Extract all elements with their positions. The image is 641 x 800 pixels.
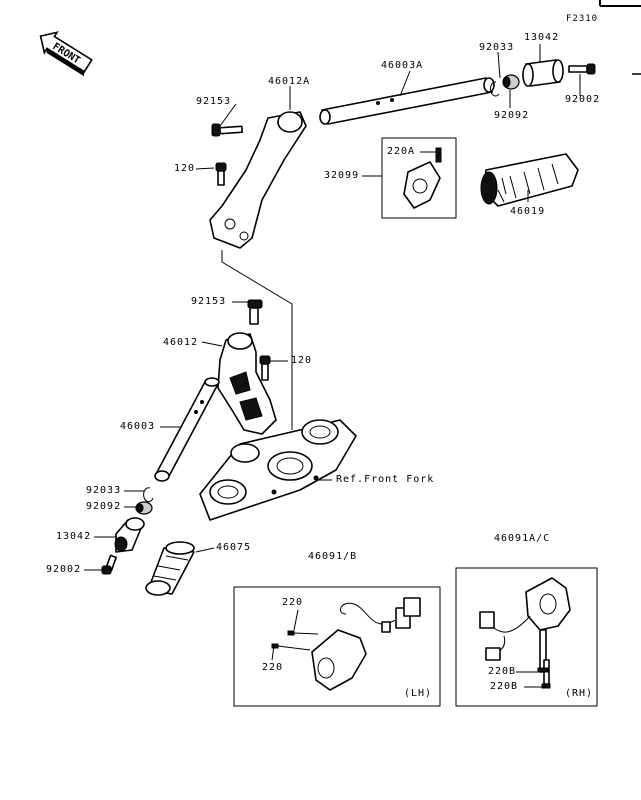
- label-92092-bottom[interactable]: 92092: [86, 501, 122, 512]
- label-92092-top[interactable]: 92092: [494, 110, 530, 121]
- circlip-92033-bottom[interactable]: [143, 487, 154, 503]
- label-46003[interactable]: 46003: [120, 421, 156, 432]
- label-120-top[interactable]: 120: [174, 163, 196, 174]
- right-clip-on-46012A[interactable]: [209, 111, 307, 249]
- left-clip-on-46012[interactable]: [217, 332, 277, 435]
- grip-46019[interactable]: [480, 153, 579, 207]
- handlebar-pipe-46003A[interactable]: [319, 77, 495, 125]
- label-220-b[interactable]: 220: [262, 662, 284, 673]
- bolt-92153-mid[interactable]: [247, 299, 263, 325]
- label-46091AC[interactable]: 46091A/C: [494, 533, 551, 544]
- label-92153-mid[interactable]: 92153: [191, 296, 227, 307]
- label-92033-bottom[interactable]: 92033: [86, 485, 122, 496]
- end-weight-13042-bottom[interactable]: [114, 517, 145, 553]
- label-rh: (RH): [565, 688, 594, 699]
- label-46003A[interactable]: 46003A: [381, 60, 424, 71]
- bolt-92153-top[interactable]: [211, 123, 243, 137]
- throttle-housing-32099[interactable]: [381, 137, 457, 219]
- label-46075[interactable]: 46075: [216, 542, 252, 553]
- page-code: F2310: [566, 14, 599, 24]
- label-220-a[interactable]: 220: [282, 597, 304, 608]
- label-220B-b[interactable]: 220B: [490, 681, 519, 692]
- screw-92002-bottom[interactable]: [101, 554, 118, 575]
- label-13042-bottom[interactable]: 13042: [56, 531, 92, 542]
- label-92002-top[interactable]: 92002: [565, 94, 601, 105]
- circlip-92033-top[interactable]: [490, 81, 500, 97]
- corner-frame-mark: [599, 0, 641, 75]
- label-13042-top[interactable]: 13042: [524, 32, 560, 43]
- collar-92092-top[interactable]: [502, 74, 520, 90]
- right-switch-46091AC-box[interactable]: [455, 567, 598, 707]
- label-92002-bottom[interactable]: 92002: [46, 564, 82, 575]
- grip-46075[interactable]: [145, 541, 195, 596]
- left-switch-46091B-box[interactable]: [233, 586, 441, 707]
- label-lh: (LH): [404, 688, 433, 699]
- label-ref-front-fork[interactable]: Ref.Front Fork: [336, 474, 435, 485]
- label-46012A[interactable]: 46012A: [268, 76, 311, 87]
- label-46019[interactable]: 46019: [510, 206, 546, 217]
- bolt-120-mid[interactable]: [259, 355, 271, 381]
- callout-lines: [84, 44, 581, 688]
- label-220A[interactable]: 220A: [387, 146, 416, 157]
- label-120-mid[interactable]: 120: [291, 355, 313, 366]
- label-46012[interactable]: 46012: [163, 337, 199, 348]
- label-46091B[interactable]: 46091/B: [308, 551, 358, 562]
- label-220B-a[interactable]: 220B: [488, 666, 517, 677]
- label-92033-top[interactable]: 92033: [479, 42, 515, 53]
- screw-92002-top[interactable]: [568, 63, 596, 75]
- end-weight-13042-top[interactable]: [522, 59, 564, 87]
- label-92153-top[interactable]: 92153: [196, 96, 232, 107]
- front-arrow-icon: FRONT: [39, 31, 93, 77]
- handlebar-pipe-46003[interactable]: [154, 377, 220, 482]
- label-32099[interactable]: 32099: [324, 170, 360, 181]
- triple-clamp-top-bridge[interactable]: [199, 419, 357, 521]
- bolt-120-top[interactable]: [215, 162, 227, 186]
- collar-92092-bottom[interactable]: [135, 501, 153, 515]
